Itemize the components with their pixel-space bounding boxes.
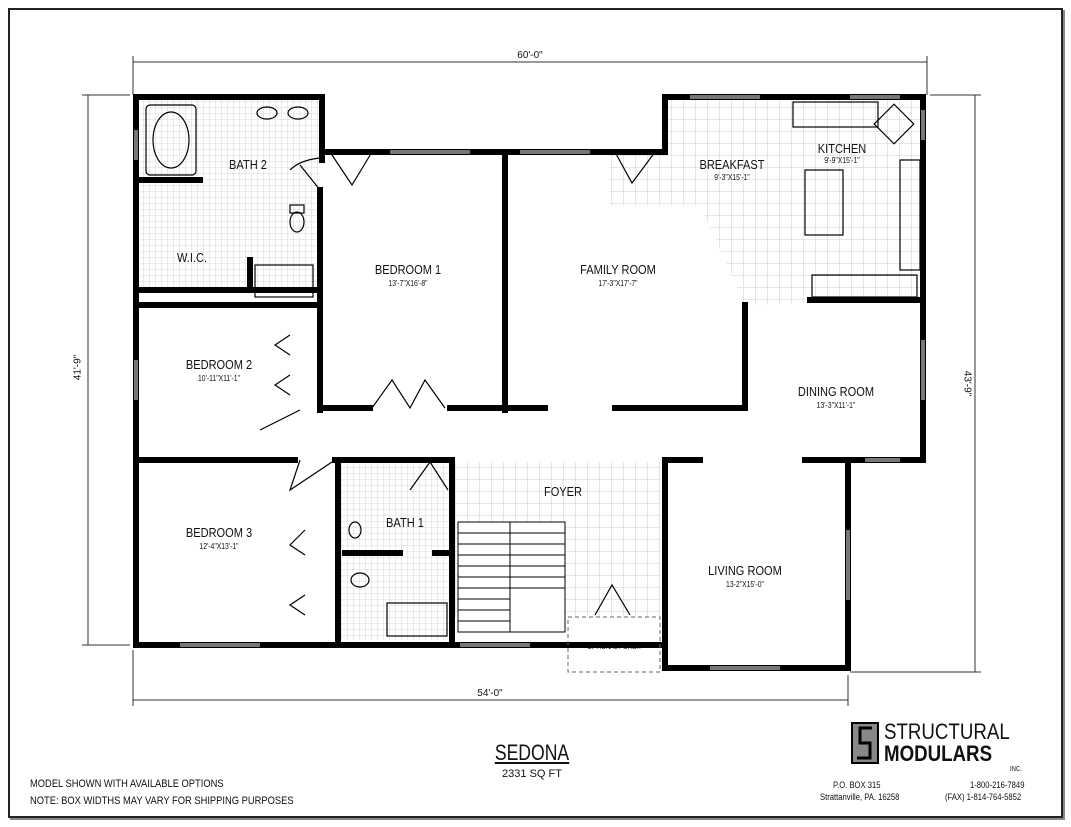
- company-logo-mark: [851, 722, 879, 764]
- room-kitchen-size: 9'-9"X15'-1": [824, 156, 860, 165]
- room-living-label: LIVING ROOM: [708, 563, 782, 578]
- room-bath2-label: BATH 2: [229, 157, 267, 172]
- company-suffix: INC.: [1010, 766, 1022, 773]
- company-phone: 1-800-216-7849: [970, 780, 1025, 790]
- room-foyer-label: FOYER: [543, 484, 583, 499]
- company-address2: Strattanville, PA. 16258: [820, 792, 900, 802]
- room-dining-label: DINING ROOM: [797, 384, 875, 399]
- note-box-widths: NOTE: BOX WIDTHS MAY VARY FOR SHIPPING P…: [30, 795, 294, 807]
- dimension-right: 43'-9": [961, 370, 973, 397]
- room-wic-label: W.I.C.: [176, 250, 208, 265]
- optional-porch-outline: [567, 616, 661, 673]
- room-bedroom1-label: BEDROOM 1: [374, 262, 442, 277]
- dimension-left: 41'-9": [72, 354, 84, 381]
- room-bedroom3-label: BEDROOM 3: [185, 525, 253, 540]
- stairs: [457, 521, 566, 633]
- walls: [133, 94, 926, 671]
- room-family-size: 17'-3"X17'-7": [598, 279, 638, 288]
- page-border: [8, 8, 1063, 818]
- dimension-lines: [82, 56, 981, 706]
- room-breakfast-size: 9'-3"X15'-1": [714, 173, 750, 182]
- room-bedroom2-size: 10'-11"X11'-1": [198, 374, 240, 383]
- company-name-line2: MODULARS: [884, 741, 993, 766]
- room-living-size: 13-2"X15'-0": [726, 580, 764, 589]
- company-address1: P.O. BOX 315: [833, 780, 881, 790]
- company-fax: (FAX) 1-814-764-5852: [945, 792, 1022, 802]
- company-name-line1: STRUCTURAL: [884, 719, 1010, 744]
- dimension-top: 60'-0": [517, 50, 543, 61]
- room-family-label: FAMILY ROOM: [580, 262, 656, 277]
- room-porch-label: OPTIONAL PORCH: [587, 645, 641, 651]
- room-breakfast-label: BREAKFAST: [699, 157, 765, 172]
- doors-fixtures: [145, 101, 921, 637]
- note-options: MODEL SHOWN WITH AVAILABLE OPTIONS: [30, 778, 224, 790]
- model-name: SEDONA: [494, 740, 570, 765]
- room-bedroom3-size: 12'-4"X13'-1": [199, 542, 239, 551]
- windows: [134, 95, 925, 670]
- room-dining-size: 13'-3"X11'-1": [816, 401, 856, 410]
- room-kitchen-label: KITCHEN: [817, 141, 867, 156]
- room-bedroom1-size: 13'-7"X16'-8": [388, 279, 428, 288]
- room-bath1-label: BATH 1: [386, 515, 424, 530]
- room-bedroom2-label: BEDROOM 2: [185, 357, 253, 372]
- model-area: 2331 SQ FT: [502, 768, 562, 780]
- dimension-bottom: 54'-0": [475, 688, 505, 699]
